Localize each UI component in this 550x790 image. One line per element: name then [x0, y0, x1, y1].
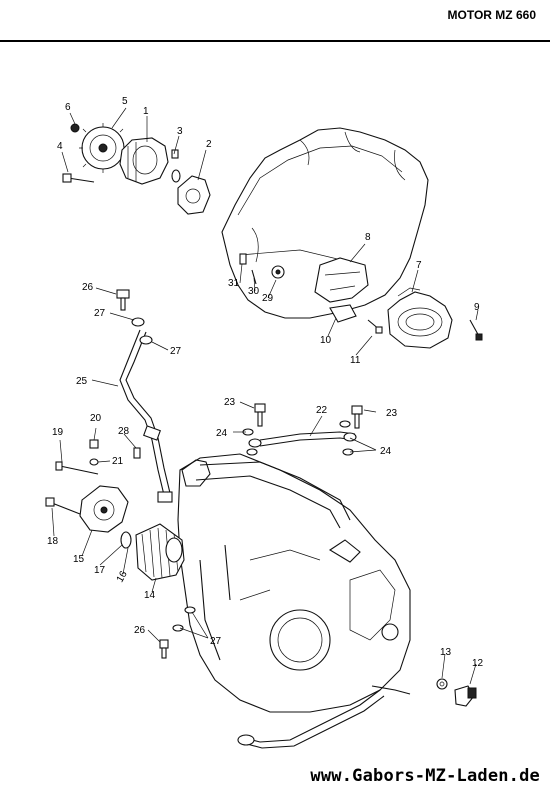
- pump-bolt-4: [62, 173, 95, 183]
- callout-3: 3: [177, 126, 183, 137]
- callout-15: 15: [73, 554, 85, 565]
- oil-pipe-22: [242, 403, 363, 456]
- washer-6: [70, 123, 80, 133]
- callout-19: 19: [52, 427, 64, 438]
- upper-crankcase-outline: [221, 127, 429, 319]
- callout-1: 1: [143, 106, 149, 117]
- callout-21: 21: [112, 456, 124, 467]
- callout-numbers: 1 2 3 4 5 6 7 8 9 10 11 12 13 14 15 16 1…: [47, 96, 484, 669]
- callout-4: 4: [57, 141, 63, 152]
- callout-26-top: 26: [82, 282, 94, 293]
- lower-crankcase-outline: [177, 453, 411, 713]
- gasket-2: [177, 175, 211, 215]
- callout-24-left: 24: [216, 428, 228, 439]
- dowel-3: [171, 149, 181, 183]
- o-ring-16: [120, 531, 132, 549]
- callout-14: 14: [144, 590, 156, 601]
- header-divider: [0, 40, 550, 42]
- callout-18: 18: [47, 536, 59, 547]
- callout-27-bottom: 27: [210, 636, 222, 647]
- oil-strainer-7: [387, 287, 453, 349]
- callout-27-mid: 27: [170, 346, 182, 357]
- leader-lines: [51, 107, 479, 685]
- page-title: MOTOR MZ 660: [447, 8, 536, 22]
- callout-11: 11: [350, 355, 361, 366]
- callout-16: 16: [115, 569, 130, 585]
- oil-hose-lower: [237, 685, 411, 749]
- callout-23-left: 23: [224, 397, 236, 408]
- callout-20: 20: [90, 413, 102, 424]
- callout-8: 8: [365, 232, 371, 243]
- small-bolts-27-lower: [159, 606, 196, 659]
- filter-cover-15: [79, 485, 129, 533]
- callout-6: 6: [65, 102, 71, 113]
- callout-12: 12: [472, 658, 484, 669]
- callout-2: 2: [206, 139, 212, 150]
- small-parts-29-31: [239, 253, 285, 285]
- callout-7: 7: [416, 260, 422, 271]
- callout-25: 25: [76, 376, 88, 387]
- bolts-18-19: [45, 439, 99, 515]
- callout-22: 22: [316, 405, 328, 416]
- callout-29: 29: [262, 293, 274, 304]
- callout-24-right: 24: [380, 446, 392, 457]
- oil-pump-body: [119, 137, 169, 185]
- bracket-8: [314, 257, 369, 323]
- callout-31: 31: [228, 278, 240, 289]
- callout-10: 10: [320, 335, 332, 346]
- callout-9: 9: [474, 302, 480, 313]
- bolt-11: [367, 319, 383, 334]
- callout-27-top: 27: [94, 308, 106, 319]
- callout-23-right: 23: [386, 408, 398, 419]
- bolt-9: [469, 319, 483, 341]
- callout-13: 13: [440, 647, 452, 658]
- callout-26-bottom: 26: [134, 625, 146, 636]
- oil-filter-14: [135, 523, 185, 581]
- oil-line-25: [119, 329, 173, 503]
- fitting-28: [133, 447, 141, 459]
- drain-plug-12-13: [436, 678, 477, 707]
- callout-5: 5: [122, 96, 128, 107]
- callout-30: 30: [248, 286, 260, 297]
- footer-website: www.Gabors-MZ-Laden.de: [310, 766, 540, 786]
- callout-28: 28: [118, 426, 130, 437]
- banjo-bolt-26-top: [116, 289, 153, 345]
- callout-17: 17: [94, 565, 106, 576]
